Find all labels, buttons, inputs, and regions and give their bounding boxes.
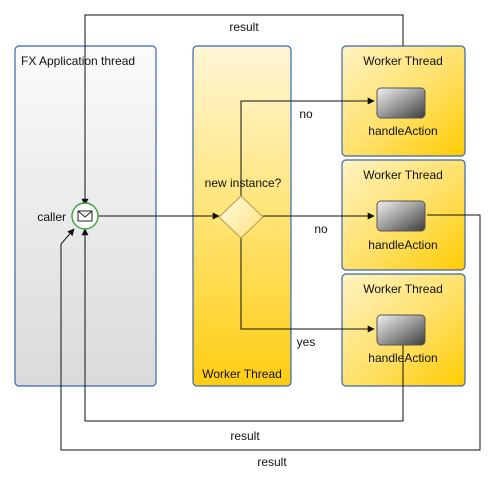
edge-result-top <box>81 14 404 206</box>
gateway-label: new instance? <box>205 176 282 190</box>
label-yes-bottom: yes <box>297 335 316 349</box>
task-top-label: handleAction <box>368 124 437 138</box>
lane-worker-top-label: Worker Thread <box>363 54 443 68</box>
label-result-inner: result <box>230 429 260 443</box>
edge-no-top <box>240 97 375 196</box>
envelope-icon <box>77 210 93 222</box>
edge-result-outer <box>60 214 481 451</box>
lane-worker-bottom-label: Worker Thread <box>363 282 443 296</box>
lane-fx-label: FX Application thread <box>21 54 135 68</box>
task-mid: handleAction <box>368 200 438 252</box>
label-result-outer: result <box>257 455 287 469</box>
caller-node: caller <box>37 202 99 230</box>
label-no-top: no <box>299 107 313 121</box>
task-top: handleAction <box>368 87 438 138</box>
lane-middle-label: Worker Thread <box>202 367 282 381</box>
task-mid-label: handleAction <box>368 238 437 252</box>
lane-worker-mid-label: Worker Thread <box>363 168 443 182</box>
label-result-top: result <box>229 20 259 34</box>
gateway-node: new instance? <box>205 176 282 239</box>
label-no-mid: no <box>314 222 328 236</box>
connectors <box>60 14 481 451</box>
task-bottom-label: handleAction <box>368 351 437 365</box>
edge-yes-bottom <box>240 238 375 333</box>
caller-label: caller <box>37 210 66 224</box>
edge-result-inner <box>81 228 404 422</box>
task-bottom: handleAction <box>368 314 438 365</box>
